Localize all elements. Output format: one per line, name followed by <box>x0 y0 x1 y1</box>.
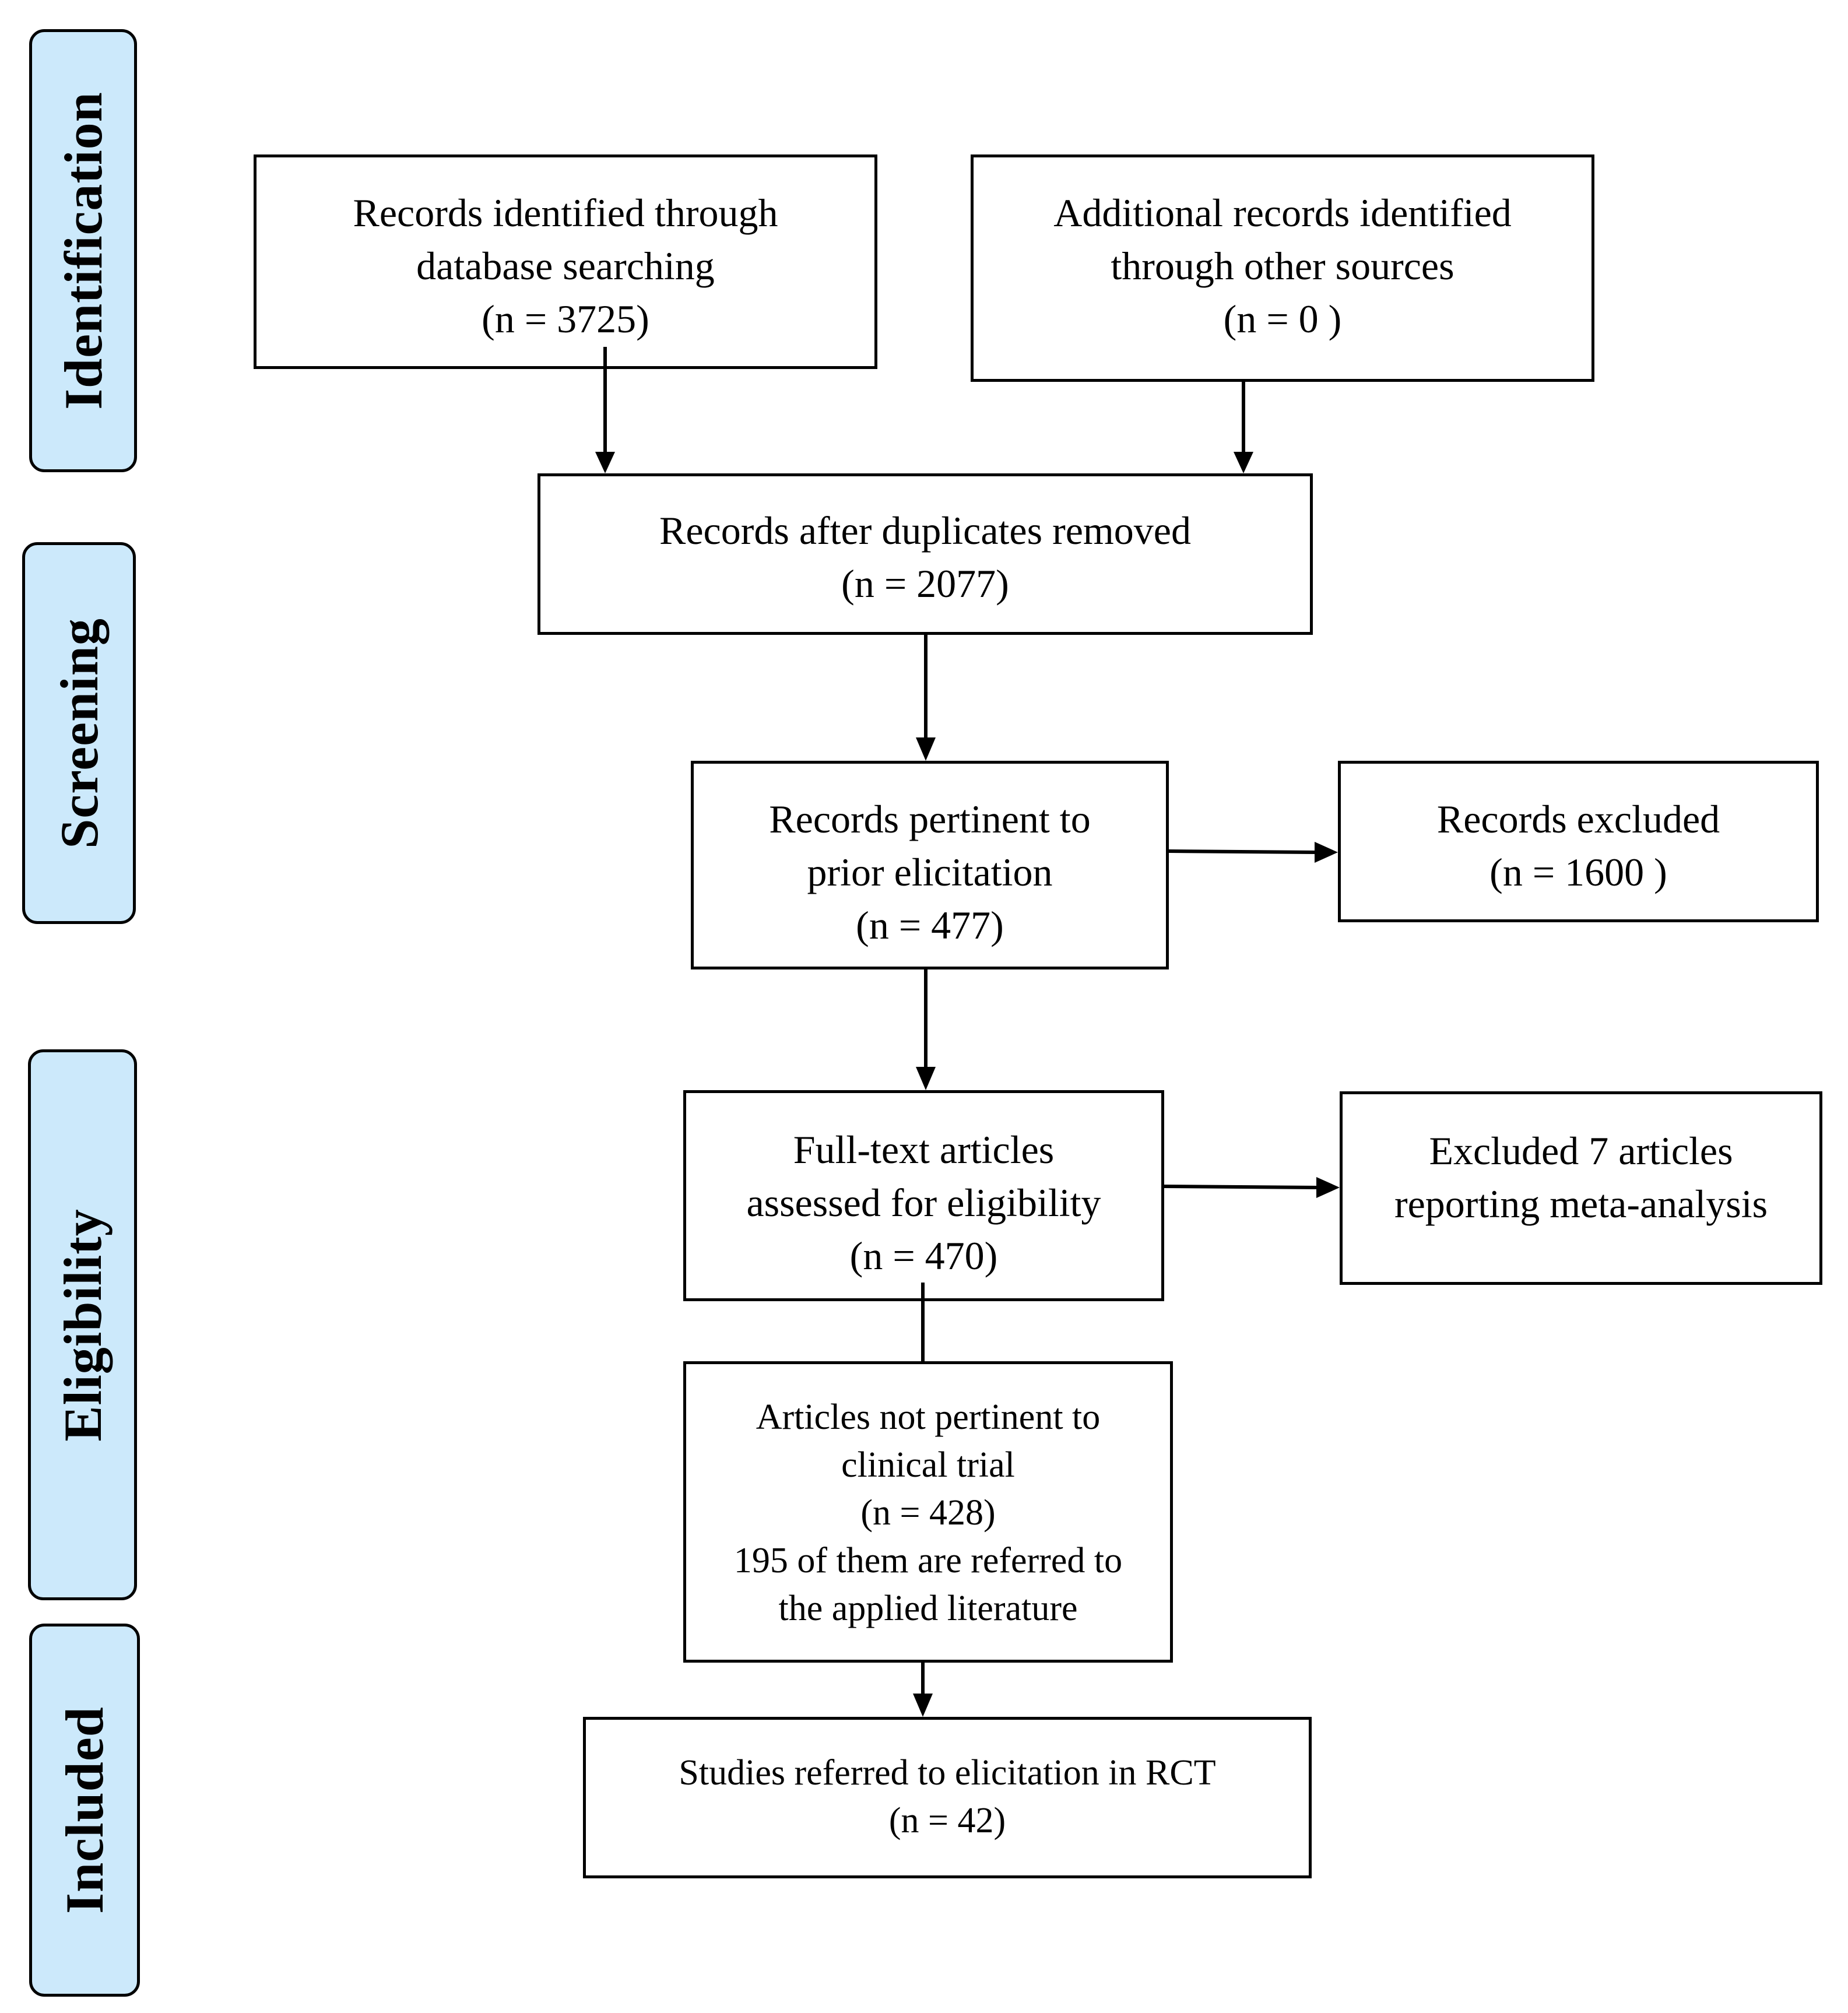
box-other-sources: Additional records identified through ot… <box>971 154 1594 382</box>
box-line: Excluded 7 articles <box>1429 1129 1733 1173</box>
box-line: reporting meta-analysis <box>1394 1182 1768 1226</box>
box-line: Records pertinent to <box>769 797 1091 841</box>
arrowhead-included <box>913 1694 933 1717</box>
box-line: through other sources <box>1111 244 1454 288</box>
stage-identification: Identification <box>29 29 137 472</box>
box-line: prior elicitation <box>807 850 1053 894</box>
box-line: Records excluded <box>1436 797 1720 841</box>
stage-eligibility: Eligibility <box>28 1049 137 1600</box>
box-line: (n = 428) <box>860 1493 996 1533</box>
connector-fulltext-to-meta <box>1164 1185 1317 1189</box>
box-meta-analysis: Excluded 7 articles reporting meta-analy… <box>1340 1091 1822 1285</box>
arrowhead-pertinent <box>916 1067 936 1090</box>
box-line: clinical trial <box>841 1445 1015 1485</box>
box-line: Articles not pertinent to <box>756 1397 1101 1437</box>
arrowhead-duplicates <box>916 737 936 761</box>
box-line: assessed for eligibility <box>746 1181 1101 1225</box>
box-database-search: Records identified through database sear… <box>254 154 877 369</box>
connector-pertinent-to-excluded <box>1168 849 1315 854</box>
box-line: (n = 470) <box>849 1234 998 1278</box>
arrowhead-other <box>1234 452 1253 473</box>
box-line: Records after duplicates removed <box>659 508 1191 553</box>
box-pertinent: Records pertinent to prior elicitation (… <box>691 761 1169 969</box>
box-duplicates-removed: Records after duplicates removed (n = 20… <box>537 473 1313 635</box>
box-line: (n = 2077) <box>841 561 1009 606</box>
box-line: 195 of them are referred to <box>733 1541 1123 1580</box>
box-line: Additional records identified <box>1053 191 1512 235</box>
box-excluded: Records excluded (n = 1600 ) <box>1338 761 1819 922</box>
box-line: Studies referred to elicitation in RCT <box>679 1753 1216 1793</box>
box-not-pertinent: Articles not pertinent to clinical trial… <box>683 1361 1173 1663</box>
box-included-studies: Studies referred to elicitation in RCT (… <box>583 1717 1312 1878</box>
box-line: (n = 3725) <box>482 297 649 341</box>
arrowhead-meta <box>1316 1177 1340 1198</box>
box-line: the applied literature <box>778 1589 1078 1628</box>
stage-included: Included <box>29 1624 140 1997</box>
box-line: (n = 1600 ) <box>1489 850 1667 894</box>
box-line: (n = 0 ) <box>1223 297 1342 341</box>
box-line: (n = 477) <box>856 903 1004 947</box>
box-line: database searching <box>416 244 715 288</box>
stage-screening: Screening <box>22 542 136 924</box>
arrowhead-search <box>595 452 615 473</box>
arrowhead-excluded <box>1315 842 1338 863</box>
box-line: (n = 42) <box>888 1801 1006 1840</box>
box-line: Records identified through <box>353 191 778 235</box>
box-line: Full-text articles <box>793 1127 1055 1172</box>
box-full-text: Full-text articles assessed for eligibil… <box>683 1090 1164 1301</box>
